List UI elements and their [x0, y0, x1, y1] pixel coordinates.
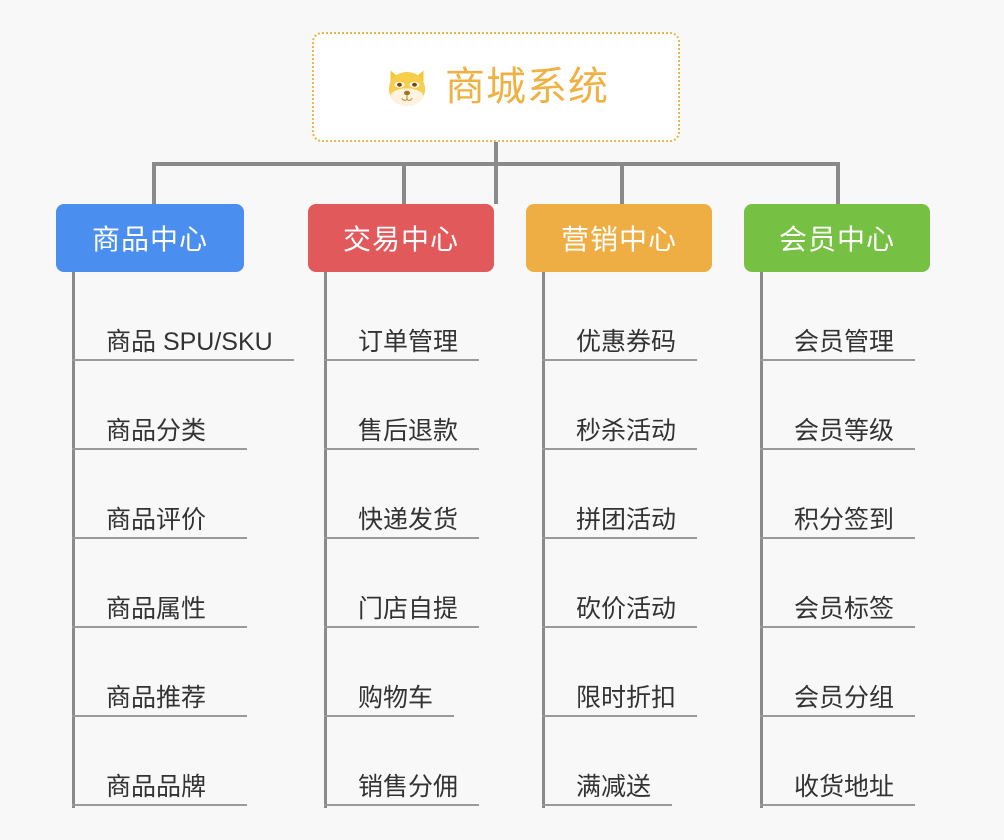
branch-label-1: 商品中心 [91, 224, 208, 255]
branch-column-1: 商品中心 商品 SPU/SKU 商品分类 商品评价 商品属性 商品推荐 商品品牌 [56, 204, 306, 808]
leaf-label: 售后退款 [358, 416, 459, 445]
leaf-label: 拼团活动 [576, 505, 677, 534]
leaf-label: 商品 SPU/SKU [106, 327, 273, 356]
leaf-item[interactable]: 订单管理 [324, 272, 479, 361]
leaf-item[interactable]: 销售分佣 [324, 717, 479, 806]
branch-spine-2 [324, 272, 327, 808]
leaf-label: 快递发货 [358, 505, 459, 534]
connector-drop-2 [402, 162, 406, 206]
leaf-label: 商品分类 [106, 416, 207, 445]
leaf-item[interactable]: 会员等级 [760, 361, 915, 450]
branch-header-2[interactable]: 交易中心 [308, 204, 494, 272]
leaf-label: 会员分组 [794, 683, 895, 712]
leaf-item[interactable]: 商品品牌 [72, 717, 247, 806]
branch-spine-3 [542, 272, 545, 808]
leaf-label: 商品推荐 [106, 683, 207, 712]
leaf-label: 积分签到 [794, 505, 895, 534]
leaf-list-2: 订单管理 售后退款 快递发货 门店自提 购物车 销售分佣 [324, 272, 479, 806]
leaf-item[interactable]: 优惠券码 [542, 272, 697, 361]
leaf-item[interactable]: 秒杀活动 [542, 361, 697, 450]
leaf-item[interactable]: 会员标签 [760, 539, 915, 628]
leaf-label: 订单管理 [358, 327, 459, 356]
leaf-label: 收货地址 [794, 772, 895, 801]
leaf-label: 门店自提 [358, 594, 459, 623]
connector-bus [152, 162, 838, 166]
leaf-item[interactable]: 商品 SPU/SKU [72, 272, 294, 361]
leaf-list-1: 商品 SPU/SKU 商品分类 商品评价 商品属性 商品推荐 商品品牌 [72, 272, 294, 806]
leaf-item[interactable]: 收货地址 [760, 717, 915, 806]
branch-label-3: 营销中心 [560, 224, 677, 255]
leaf-item[interactable]: 商品评价 [72, 450, 247, 539]
leaf-label: 购物车 [358, 683, 434, 712]
branch-label-2: 交易中心 [342, 224, 459, 255]
branch-column-3: 营销中心 优惠券码 秒杀活动 拼团活动 砍价活动 限时折扣 满减送 [526, 204, 746, 808]
connector-drop-1 [152, 162, 156, 206]
leaf-label: 会员标签 [794, 594, 895, 623]
shiba-dog-face-icon [389, 70, 425, 106]
leaf-item[interactable]: 门店自提 [324, 539, 479, 628]
leaf-label: 会员等级 [794, 416, 895, 445]
branch-spine-1 [72, 272, 75, 808]
branch-column-4: 会员中心 会员管理 会员等级 积分签到 会员标签 会员分组 收货地址 [744, 204, 964, 808]
leaf-label: 商品属性 [106, 594, 207, 623]
leaf-item[interactable]: 售后退款 [324, 361, 479, 450]
leaf-list-4: 会员管理 会员等级 积分签到 会员标签 会员分组 收货地址 [760, 272, 915, 806]
leaf-item[interactable]: 快递发货 [324, 450, 479, 539]
leaf-item[interactable]: 限时折扣 [542, 628, 697, 717]
branch-header-1[interactable]: 商品中心 [56, 204, 244, 272]
branch-spine-4 [760, 272, 763, 808]
leaf-item[interactable]: 会员分组 [760, 628, 915, 717]
branch-column-2: 交易中心 订单管理 售后退款 快递发货 门店自提 购物车 销售分佣 [308, 204, 528, 808]
leaf-label: 优惠券码 [576, 327, 677, 356]
connector-drop-3 [620, 162, 624, 206]
leaf-item[interactable]: 满减送 [542, 717, 672, 806]
branch-header-4[interactable]: 会员中心 [744, 204, 930, 272]
leaf-list-3: 优惠券码 秒杀活动 拼团活动 砍价活动 限时折扣 满减送 [542, 272, 697, 806]
connector-trunk [494, 142, 498, 204]
connector-drop-4 [836, 162, 840, 206]
leaf-label: 秒杀活动 [576, 416, 677, 445]
leaf-label: 满减送 [576, 772, 652, 801]
leaf-item[interactable]: 砍价活动 [542, 539, 697, 628]
leaf-label: 商品评价 [106, 505, 207, 534]
leaf-item[interactable]: 商品分类 [72, 361, 247, 450]
leaf-item[interactable]: 商品属性 [72, 539, 247, 628]
leaf-item[interactable]: 会员管理 [760, 272, 915, 361]
leaf-label: 限时折扣 [576, 683, 677, 712]
leaf-item[interactable]: 积分签到 [760, 450, 915, 539]
leaf-label: 砍价活动 [576, 594, 677, 623]
leaf-item[interactable]: 商品推荐 [72, 628, 247, 717]
leaf-item[interactable]: 购物车 [324, 628, 454, 717]
branch-label-4: 会员中心 [778, 224, 895, 255]
root-node[interactable]: 商城系统 [312, 32, 680, 142]
leaf-label: 商品品牌 [106, 772, 207, 801]
leaf-item[interactable]: 拼团活动 [542, 450, 697, 539]
leaf-label: 销售分佣 [358, 772, 459, 801]
root-title: 商城系统 [445, 65, 609, 109]
leaf-label: 会员管理 [794, 327, 895, 356]
branch-header-3[interactable]: 营销中心 [526, 204, 712, 272]
